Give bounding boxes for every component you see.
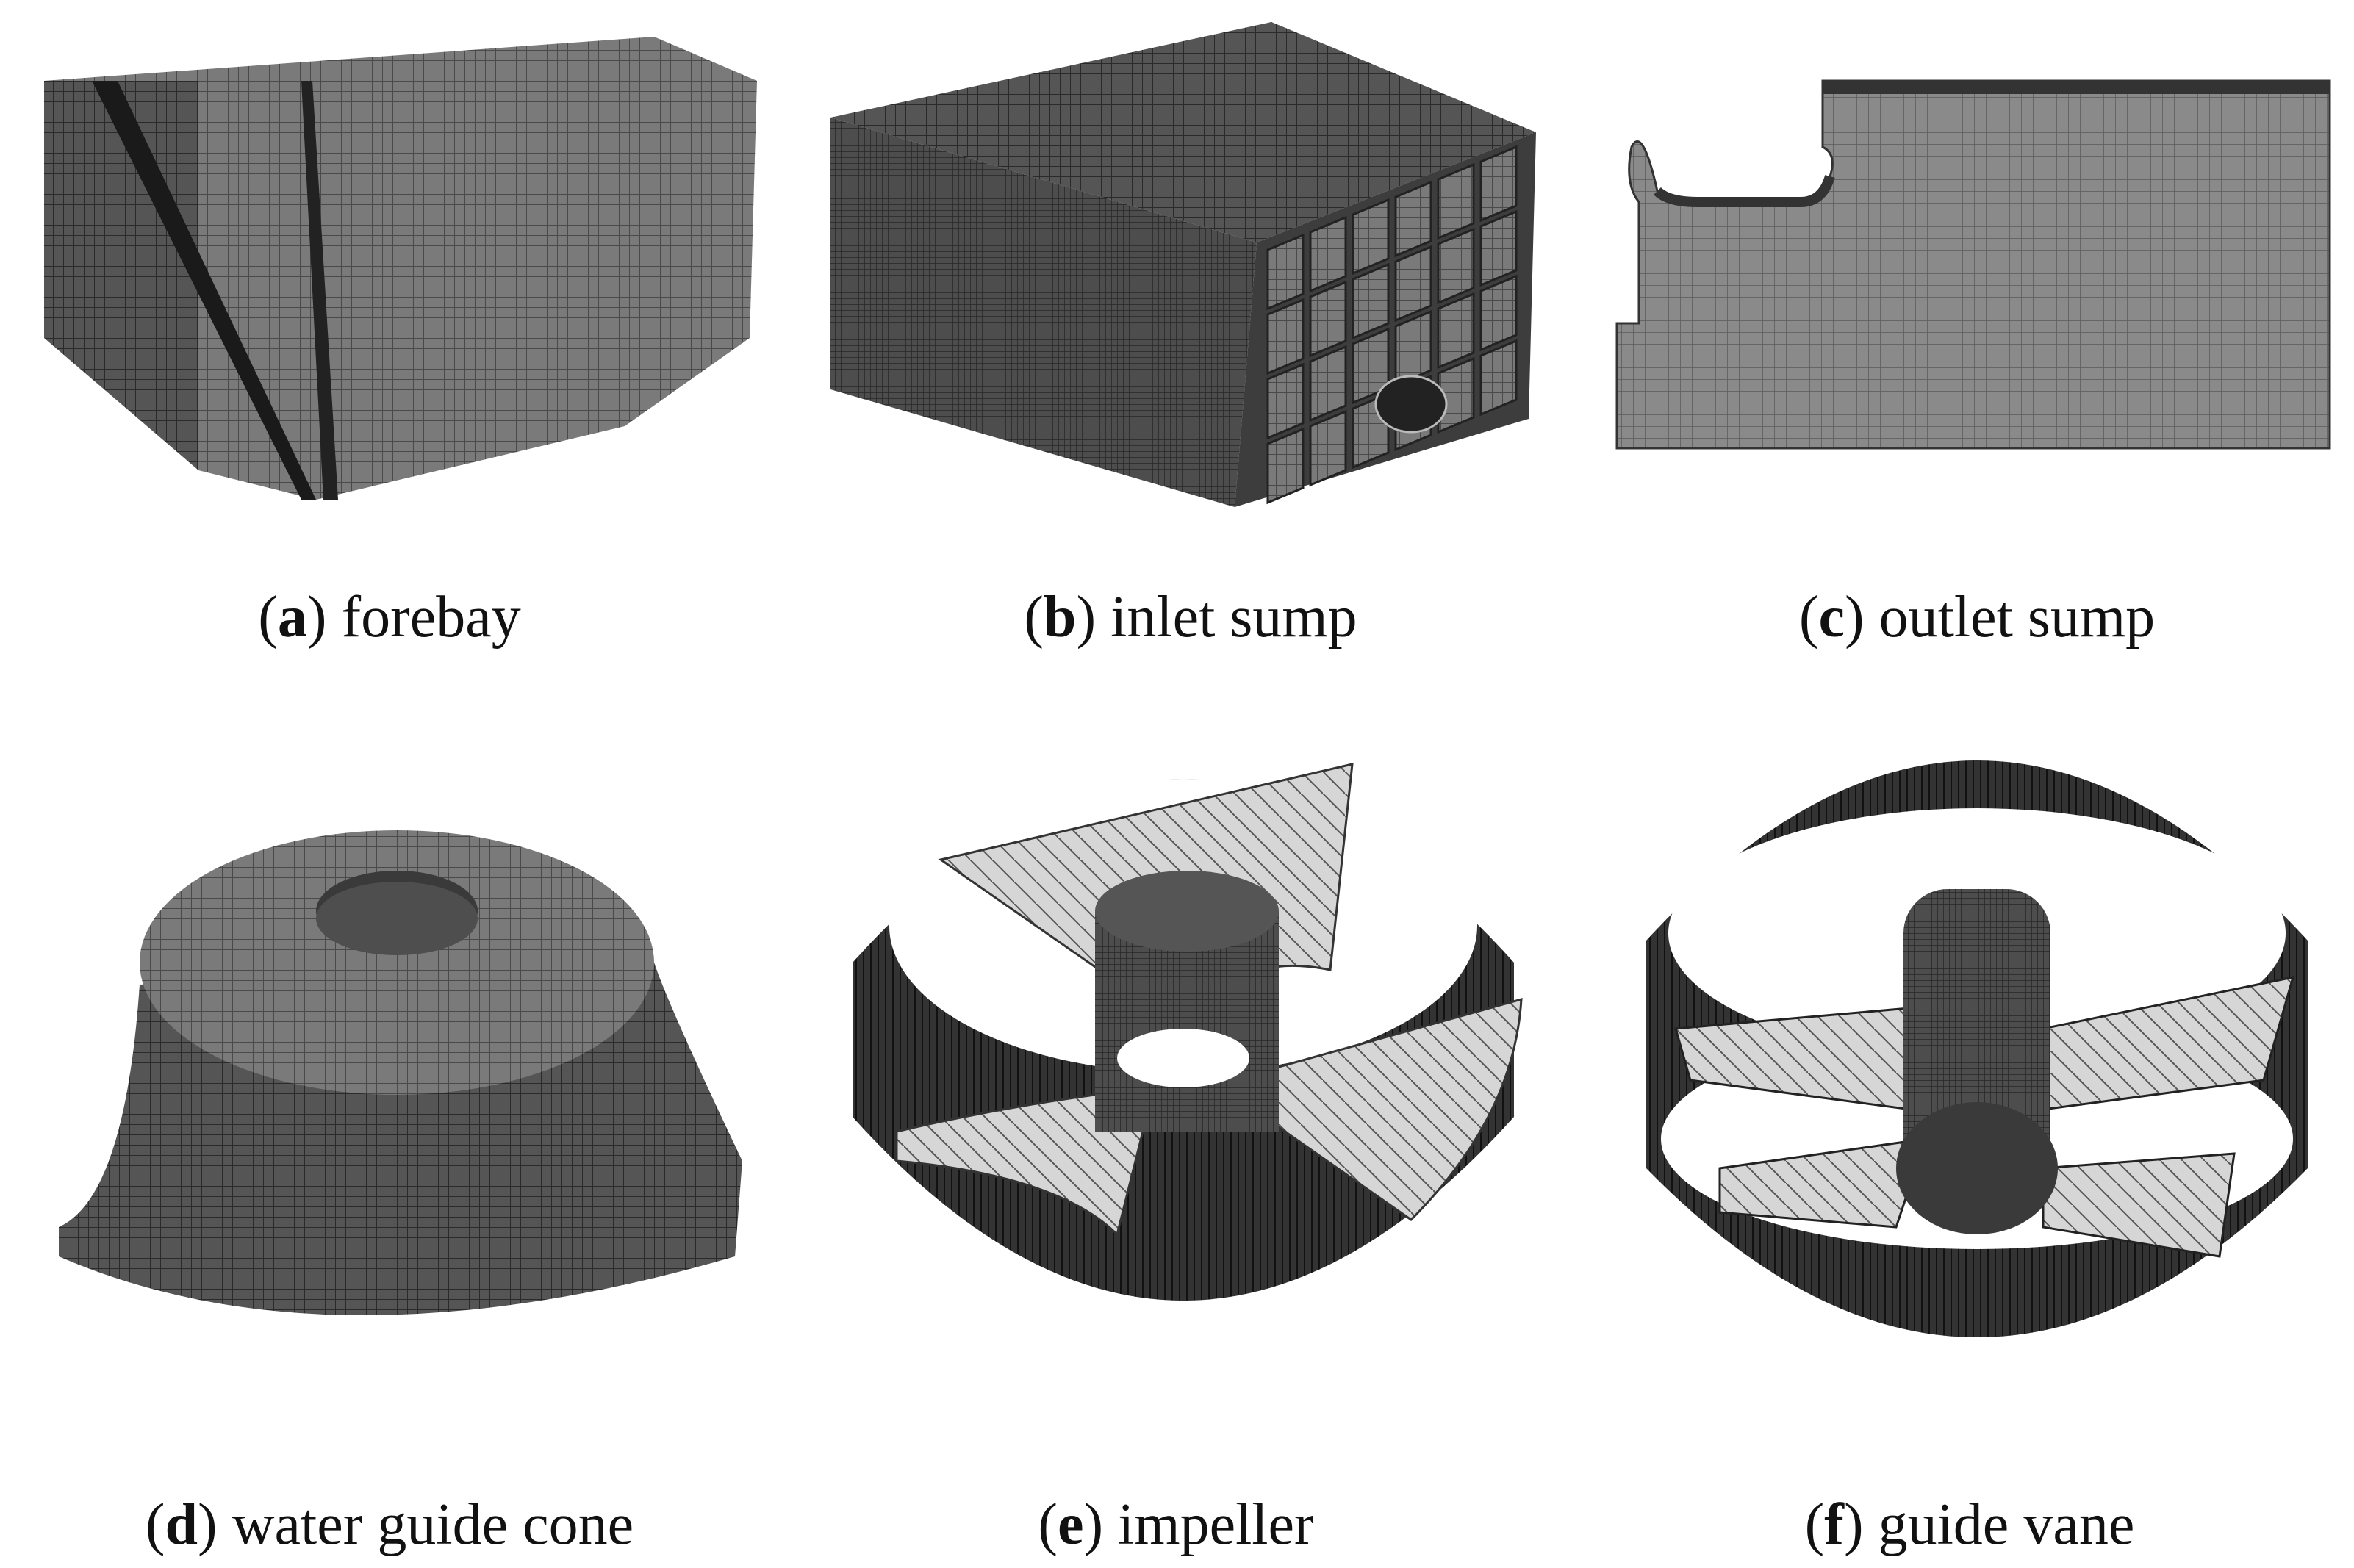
panel-outlet-sump [1610, 73, 2337, 456]
caption-water-guide-cone: (d) water guide cone [145, 1492, 634, 1557]
guide-vane-mesh-illustration [1646, 760, 2308, 1337]
panel-guide-vane [1632, 698, 2322, 1374]
impeller-mesh-illustration [853, 763, 1523, 1301]
caption-inlet-sump: (b) inlet sump [1024, 585, 1357, 650]
caption-outlet-sump: (c) outlet sump [1798, 585, 2156, 650]
panel-water-guide-cone [37, 816, 764, 1352]
water-guide-cone-mesh-illustration [59, 830, 742, 1315]
panel-forebay [22, 29, 786, 500]
forebay-mesh-illustration [44, 37, 757, 500]
caption-guide-vane: (f) guide vane [1804, 1492, 2135, 1557]
panel-inlet-sump [823, 22, 1543, 514]
caption-impeller: (e) impeller [1038, 1492, 1314, 1557]
caption-forebay: (a) forebay [258, 585, 521, 650]
outlet-sump-mesh-illustration [1615, 79, 2331, 450]
inlet-sump-mesh-illustration [830, 22, 1536, 507]
panel-impeller [838, 705, 1529, 1367]
